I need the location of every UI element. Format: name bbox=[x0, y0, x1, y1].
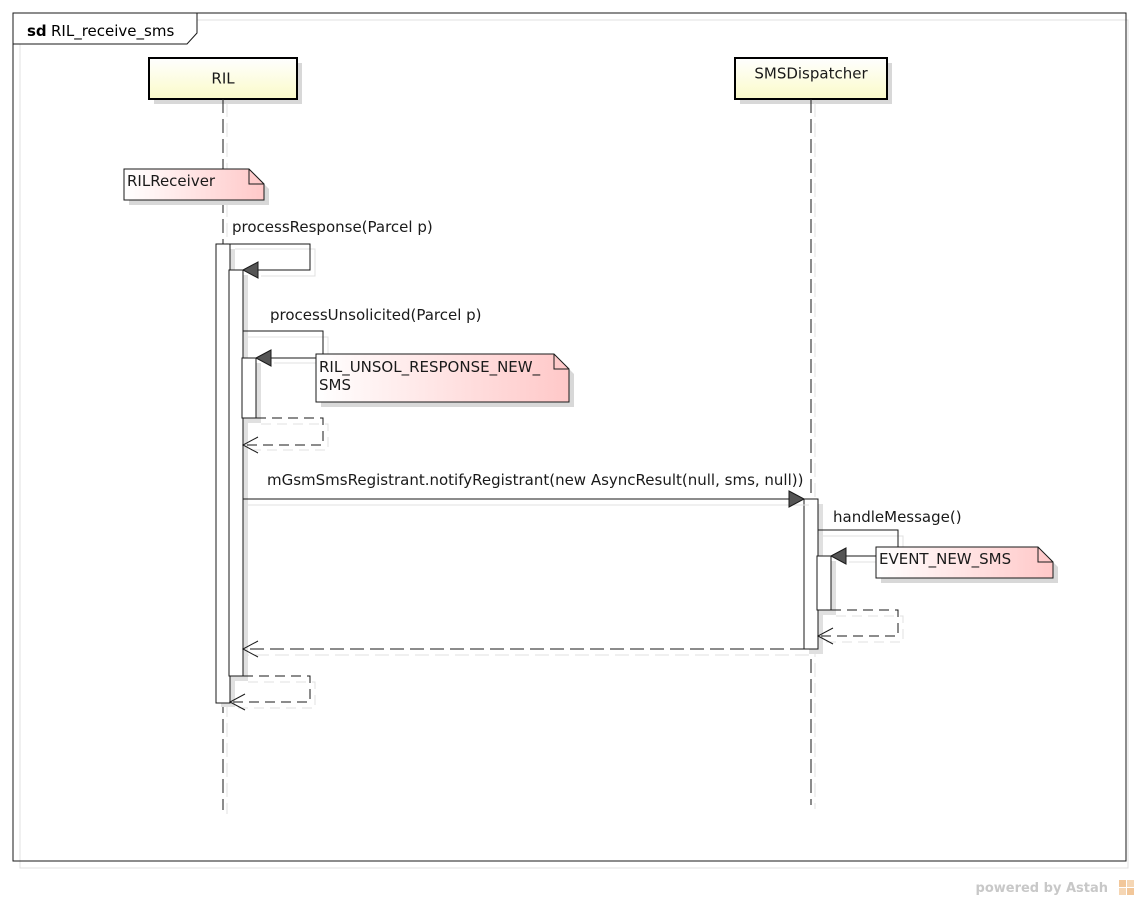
lifeline-name: RIL bbox=[211, 70, 235, 88]
note-event-new-sms: EVENT_NEW_SMS bbox=[875, 546, 1058, 583]
return-processunsolicited bbox=[241, 417, 329, 454]
message-handlemessage: handleMessage() bbox=[818, 508, 962, 565]
activation-bar bbox=[241, 357, 257, 419]
frame-title: RIL_receive_sms bbox=[51, 22, 174, 41]
filled-arrowhead-icon bbox=[241, 261, 259, 279]
message-processresponse: processResponse(Parcel p) bbox=[230, 218, 433, 279]
lifeline-smsdispatcher[interactable]: SMSDispatcher bbox=[734, 57, 892, 809]
lifeline-ril[interactable]: RIL bbox=[148, 57, 302, 814]
return-processresponse bbox=[228, 675, 316, 711]
message-label: mGsmSmsRegistrant.notifyRegistrant(new A… bbox=[267, 471, 803, 489]
return-arrow bbox=[243, 417, 324, 446]
return-handlemessage bbox=[816, 609, 904, 645]
frame-keyword: sd bbox=[27, 22, 47, 40]
astah-watermark: powered by Astah bbox=[976, 880, 1134, 896]
message-arrow bbox=[818, 529, 899, 557]
message-arrow bbox=[243, 330, 324, 359]
note-text-line2: SMS bbox=[319, 376, 351, 394]
note-ril-unsol-response-new-sms: RIL_UNSOL_RESPONSE_NEW_ SMS bbox=[315, 353, 574, 407]
activation-bar bbox=[803, 498, 819, 650]
lifeline-head[interactable] bbox=[734, 57, 888, 100]
filled-arrowhead-icon bbox=[829, 547, 847, 565]
activation-bar bbox=[816, 555, 832, 611]
lifeline-name: SMSDispatcher bbox=[754, 65, 868, 83]
message-arrow bbox=[230, 243, 311, 271]
svg-text:powered by Astah: powered by Astah bbox=[976, 881, 1108, 896]
return-arrow bbox=[818, 609, 899, 637]
watermark-prefix: powered by bbox=[976, 881, 1066, 896]
astah-logo-icon bbox=[1119, 880, 1134, 895]
activation-bars-smsdispatcher bbox=[803, 498, 836, 654]
message-label: handleMessage() bbox=[833, 508, 962, 526]
activation-bar bbox=[215, 243, 231, 704]
frame-tab bbox=[12, 12, 198, 45]
message-label: processResponse(Parcel p) bbox=[232, 218, 433, 236]
open-arrowhead-icon bbox=[241, 436, 259, 454]
note-text-line1: RIL_UNSOL_RESPONSE_NEW_ bbox=[319, 358, 541, 377]
filled-arrowhead-icon bbox=[788, 490, 806, 508]
open-arrowhead-icon bbox=[241, 640, 259, 658]
open-arrowhead-icon bbox=[816, 627, 834, 645]
note-text: RILReceiver bbox=[127, 172, 216, 190]
activation-bars-ril bbox=[215, 243, 261, 707]
message-processunsolicited: processUnsolicited(Parcel p) bbox=[243, 306, 482, 367]
return-notifyregistrant bbox=[241, 640, 809, 658]
return-arrow bbox=[230, 675, 311, 703]
note-rilreceiver: RILReceiver bbox=[123, 168, 269, 205]
message-label: processUnsolicited(Parcel p) bbox=[270, 306, 482, 324]
message-notifyregistrant: mGsmSmsRegistrant.notifyRegistrant(new A… bbox=[243, 471, 809, 508]
open-arrowhead-icon bbox=[228, 693, 246, 711]
watermark-brand: Astah bbox=[1066, 881, 1108, 896]
note-text: EVENT_NEW_SMS bbox=[879, 550, 1011, 569]
activation-bar bbox=[228, 269, 244, 677]
filled-arrowhead-icon bbox=[254, 349, 272, 367]
interaction-frame: sd RIL_receive_sms bbox=[12, 12, 1129, 869]
